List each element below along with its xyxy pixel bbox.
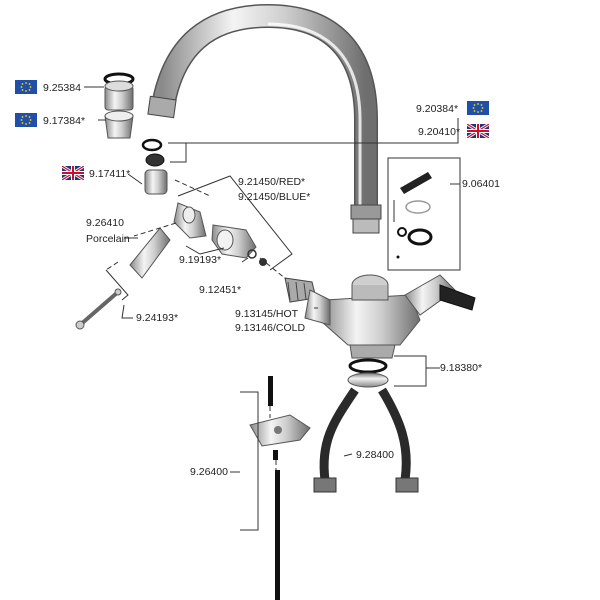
leader-lines: [84, 86, 461, 531]
part-label: 9.17384*: [43, 115, 86, 127]
handle-parts: [75, 202, 267, 330]
part-label: 9.18380*: [440, 362, 483, 374]
part-label: 9.26410: [86, 217, 124, 229]
part-label: 9.25384: [43, 82, 81, 94]
part-label: 9.19193*: [179, 254, 222, 266]
eu-flag-icon: [15, 113, 37, 127]
faucet-body: [304, 274, 476, 359]
valve-cartridge: [284, 277, 317, 303]
mounting-kit: [249, 376, 311, 600]
lock-nut: [347, 358, 389, 388]
part-label: 9.17411*: [89, 168, 131, 180]
flexible-hoses: [313, 387, 419, 493]
part-label: 9.12451*: [199, 284, 242, 296]
gooseneck-spout: [147, 3, 382, 234]
aerator-parts: [103, 72, 168, 195]
spanner-kit-parts: [396, 172, 433, 259]
part-label: 9.20410*: [418, 126, 461, 138]
part-label: 9.26400: [190, 466, 228, 478]
part-label: 9.13145/HOT: [235, 308, 299, 320]
part-label: 9.21450/RED*: [238, 176, 306, 188]
part-label: Porcelain: [86, 233, 130, 245]
uk-flag-icon: [62, 166, 84, 180]
part-label: 9.06401: [462, 178, 500, 190]
part-label: 9.13146/COLD: [235, 322, 306, 334]
part-label: 9.20384*: [416, 103, 459, 115]
eu-flag-icon: [467, 101, 489, 115]
uk-flag-icon: [467, 124, 489, 138]
part-label: 9.24193*: [136, 312, 179, 324]
part-label: 9.21450/BLUE*: [238, 191, 311, 203]
part-label: 9.28400: [356, 449, 394, 461]
eu-flag-icon: [15, 80, 37, 94]
